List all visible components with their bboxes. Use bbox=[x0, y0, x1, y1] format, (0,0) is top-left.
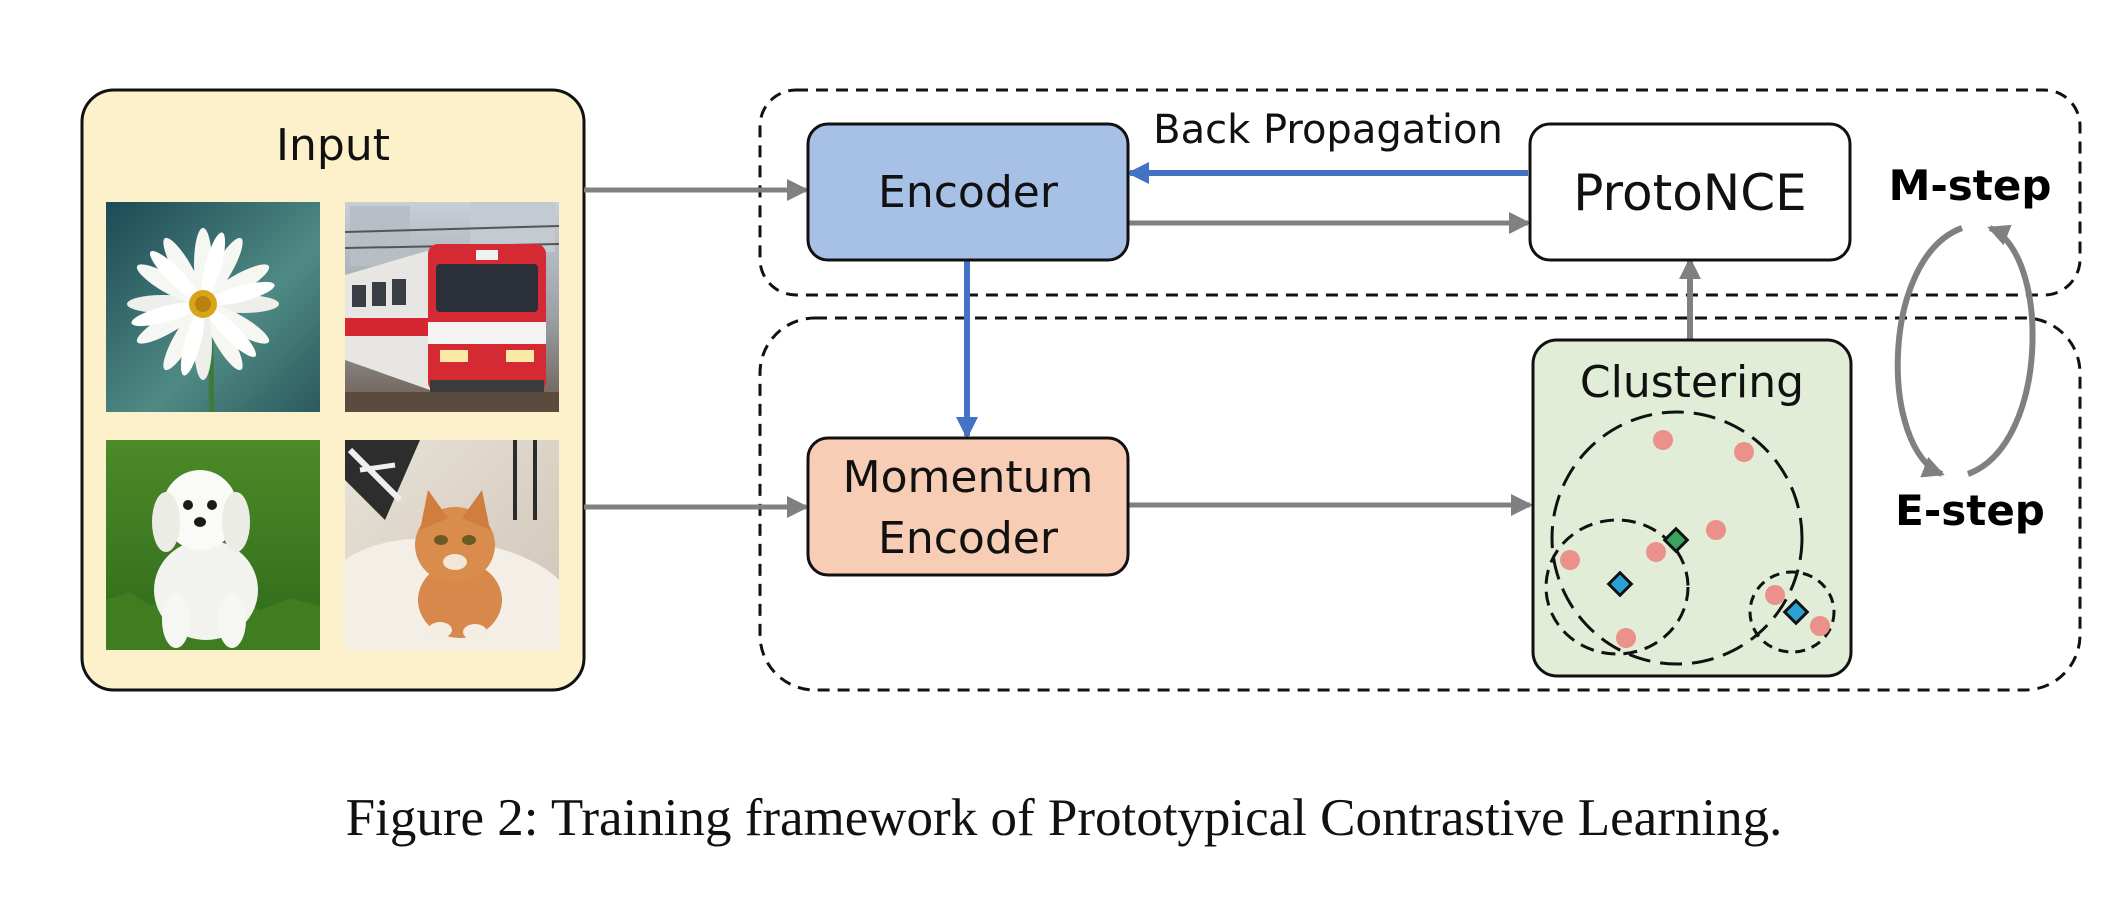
encoder-box bbox=[806, 122, 1130, 262]
momentum-encoder-label-line2: Encoder bbox=[878, 513, 1059, 564]
cluster-point bbox=[1765, 585, 1785, 605]
figure-label: Figure 2: bbox=[345, 789, 539, 847]
left-cluster-boundary bbox=[1544, 518, 1690, 656]
protonce-box bbox=[1528, 122, 1852, 262]
prototype-green bbox=[1662, 526, 1690, 554]
train-image bbox=[344, 202, 560, 412]
momentum-encoder-label-line1: Momentum bbox=[843, 452, 1094, 503]
em-cycle-left-arrow bbox=[1894, 225, 1964, 478]
prototypes bbox=[1606, 526, 1810, 626]
prototype-blue bbox=[1606, 570, 1634, 598]
cluster-point bbox=[1560, 550, 1580, 570]
back-propagation-label: Back Propagation bbox=[1153, 107, 1503, 153]
caption-text: Training framework of Prototypical Contr… bbox=[550, 789, 1783, 847]
input-title: Input bbox=[276, 120, 390, 171]
momentum-encoder-box bbox=[806, 436, 1130, 577]
encoder-label: Encoder bbox=[878, 167, 1059, 218]
clustering-label: Clustering bbox=[1580, 357, 1804, 408]
em-cycle-right-arrow bbox=[1966, 224, 2036, 477]
large-cluster-boundary bbox=[1550, 410, 1804, 666]
cluster-boundaries bbox=[1544, 410, 1836, 666]
cluster-point bbox=[1734, 442, 1754, 462]
cluster-point bbox=[1616, 628, 1636, 648]
cluster-point bbox=[1706, 520, 1726, 540]
cluster-point bbox=[1653, 430, 1673, 450]
flower-image bbox=[106, 202, 320, 413]
protonce-label: ProtoNCE bbox=[1573, 164, 1806, 222]
cluster-point bbox=[1646, 542, 1666, 562]
figure-caption: Figure 2: Training framework of Prototyp… bbox=[0, 788, 2128, 848]
dog-image bbox=[106, 440, 320, 650]
cat-image bbox=[345, 440, 559, 650]
m-step-label: M-step bbox=[1889, 161, 2052, 210]
e-step-group-box bbox=[758, 316, 2082, 692]
e-step-label: E-step bbox=[1895, 486, 2045, 535]
cluster-points bbox=[1560, 430, 1830, 648]
right-cluster-boundary bbox=[1748, 570, 1836, 654]
prototype-blue bbox=[1782, 598, 1810, 626]
cluster-point bbox=[1810, 616, 1830, 636]
